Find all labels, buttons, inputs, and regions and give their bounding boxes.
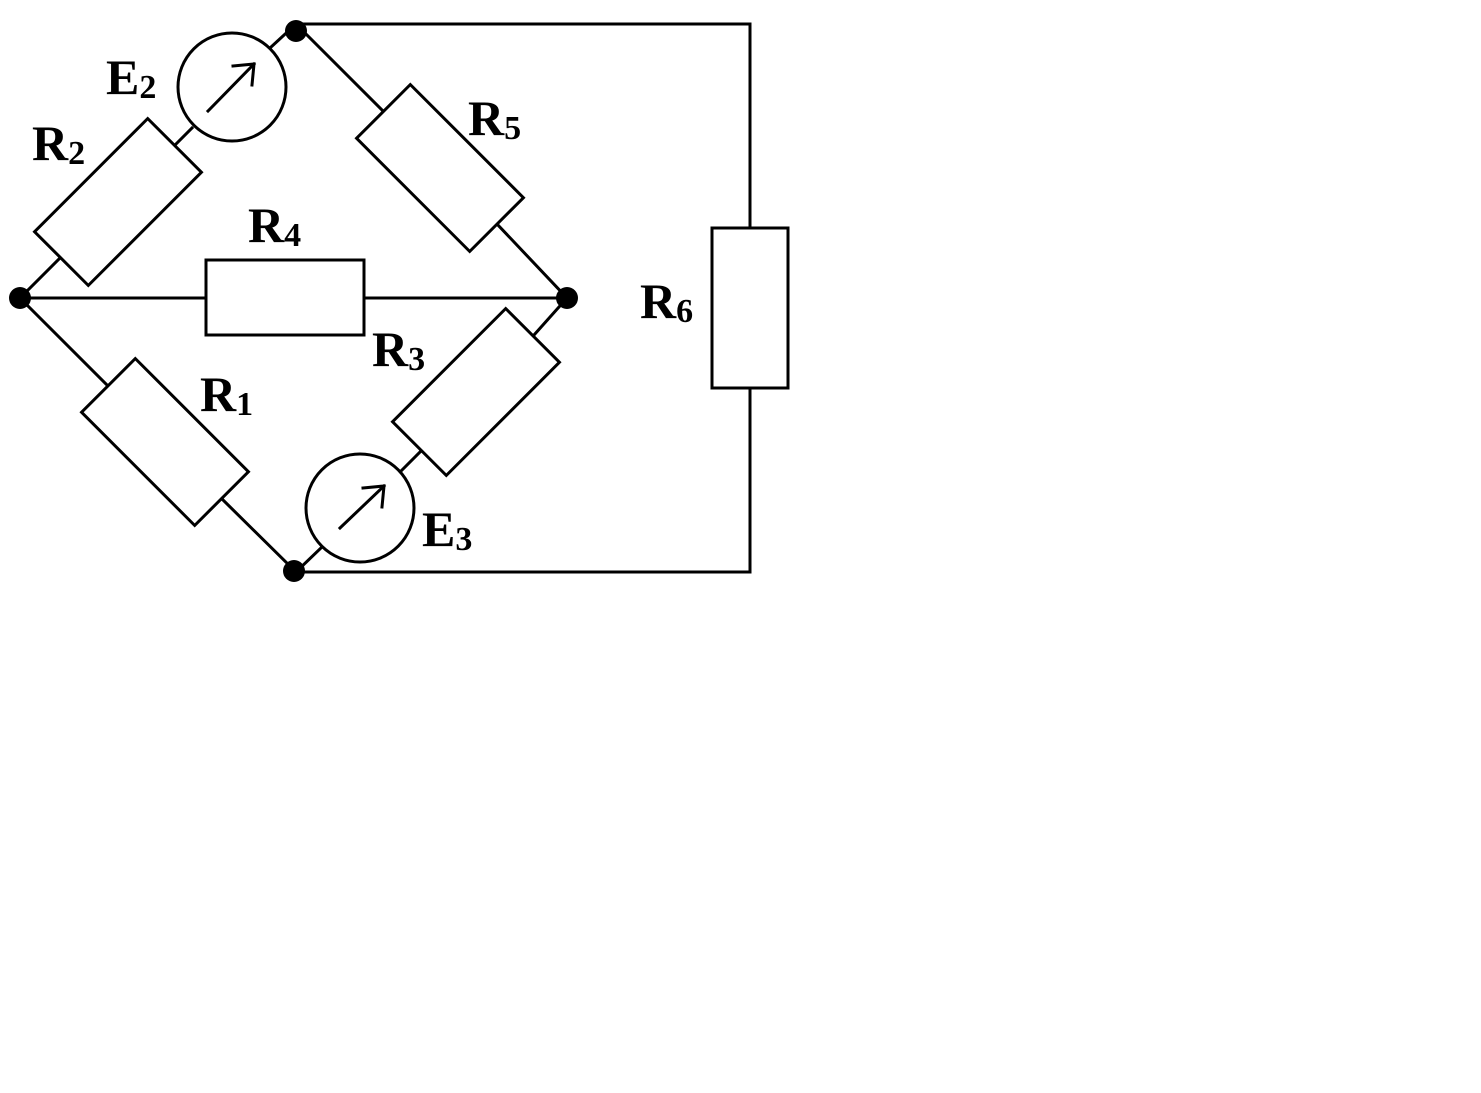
label-e2: E2 (106, 49, 156, 106)
wire-top-to-right (294, 22, 752, 230)
e2-arrow-shaft (205, 61, 257, 114)
label-r2: R2 (32, 115, 85, 172)
label-r3: R3 (372, 321, 425, 378)
node-right (556, 287, 578, 309)
resistors (32, 82, 790, 528)
wire-right-to-bottom (294, 386, 752, 574)
resistor-r2 (32, 116, 204, 288)
wire-left-node-to-r1 (17, 295, 109, 387)
emf-source-e3 (304, 452, 416, 564)
node-bottom (283, 560, 305, 582)
resistor-r3 (390, 306, 562, 478)
labels: E2 R2 R5 R4 R6 R3 R1 E3 (32, 49, 693, 558)
resistor-r5 (354, 82, 526, 254)
wire-r2-to-e2 (172, 125, 195, 148)
label-r4: R4 (248, 197, 301, 254)
wire-top-node-to-r5 (293, 21, 385, 113)
resistor-r1 (79, 356, 251, 528)
resistor-r4 (204, 258, 366, 337)
emf-source-e2 (176, 31, 288, 143)
wire-r5-to-right-node (494, 221, 570, 301)
e3-arrow-shaft (337, 483, 387, 531)
label-r5: R5 (468, 90, 521, 147)
wire-r1-to-bottom-node (218, 495, 299, 575)
e3-arrow-head (361, 484, 386, 509)
node-top (285, 20, 307, 42)
label-e3: E3 (422, 501, 472, 558)
wire-e3-to-r3 (399, 449, 423, 473)
label-r6: R6 (640, 273, 693, 330)
label-r1: R1 (200, 366, 253, 423)
node-left (9, 287, 31, 309)
resistor-r6 (710, 226, 790, 390)
nodes (9, 20, 578, 582)
e2-arrow-head (231, 62, 256, 87)
